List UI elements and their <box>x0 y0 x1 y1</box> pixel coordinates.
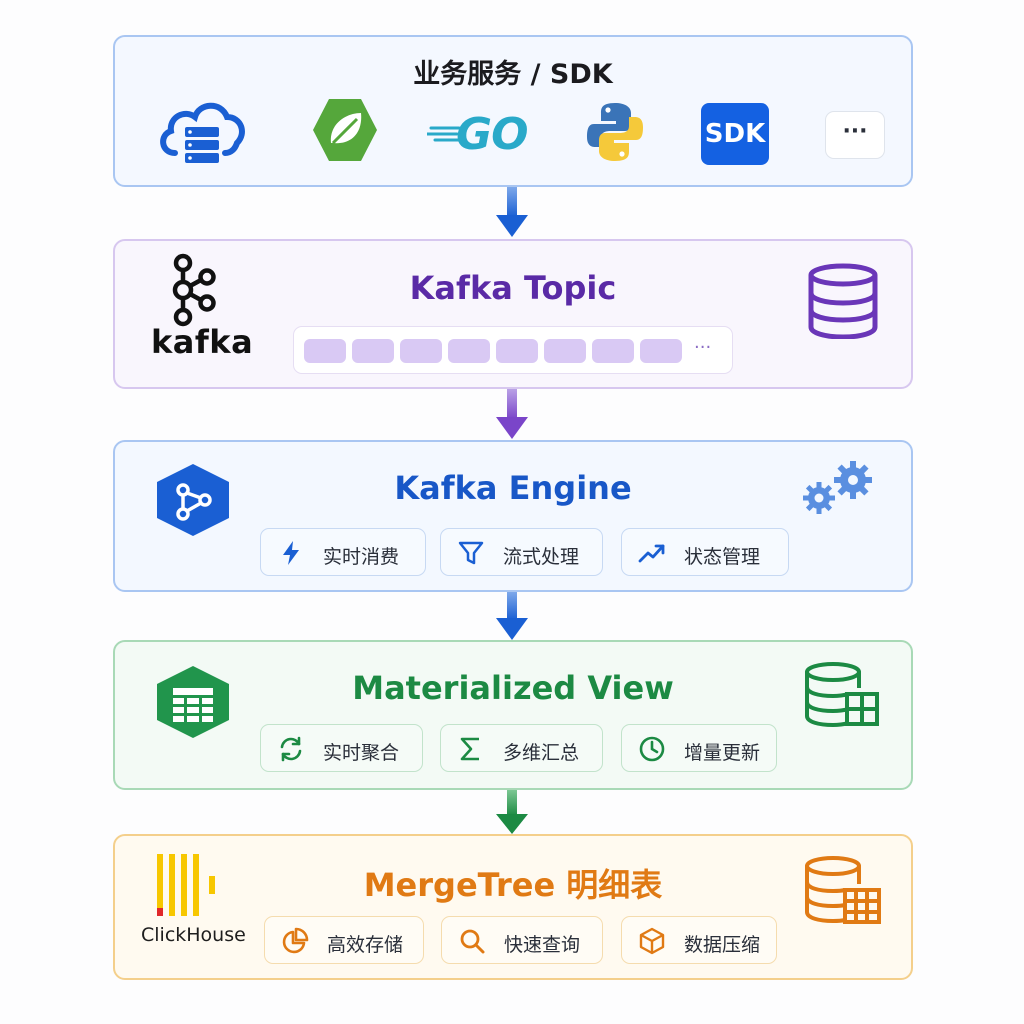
kafka-logo-text: kafka <box>151 323 254 361</box>
kafka-engine-title: Kafka Engine <box>394 469 632 507</box>
materialized-view-panel: Materialized View 实时聚合 多维汇总 增量更新 <box>113 640 913 790</box>
partition-cell <box>496 339 538 363</box>
chip-fast-query: 快速查询 <box>441 916 603 964</box>
partition-cell <box>400 339 442 363</box>
chip-label: 增量更新 <box>684 742 761 764</box>
sdk-layer-panel: 业务服务 / SDK GO SDK ··· <box>113 35 913 187</box>
flow-arrow-4 <box>496 790 528 834</box>
sdk-icon: SDK <box>701 103 769 165</box>
kafka-topic-panel: kafka Kafka Topic ··· <box>113 239 913 389</box>
chip-realtime-aggregation: 实时聚合 <box>260 724 423 772</box>
kafka-topic-title: Kafka Topic <box>409 269 617 307</box>
spring-icon <box>313 99 377 161</box>
go-speed-lines <box>427 126 461 142</box>
partition-cell <box>592 339 634 363</box>
clickhouse-logo-text: ClickHouse <box>141 924 246 946</box>
chip-label: 流式处理 <box>503 546 580 568</box>
cloud-server-icon <box>160 102 245 163</box>
pie-icon <box>282 927 309 954</box>
kafka-icon <box>172 253 216 327</box>
gears-icon <box>803 461 872 514</box>
filter-icon <box>458 541 484 565</box>
chip-label: 多维汇总 <box>503 742 580 764</box>
flow-arrow-2 <box>496 389 528 439</box>
partition-cell <box>304 339 346 363</box>
chip-label: 数据压缩 <box>684 934 761 956</box>
cube-icon <box>639 927 665 955</box>
clock-icon <box>639 736 665 762</box>
chip-label: 状态管理 <box>684 546 761 568</box>
chip-label: 快速查询 <box>504 934 581 956</box>
go-icon: GO <box>456 109 529 160</box>
database-icon <box>808 263 878 339</box>
mergetree-panel: ClickHouse MergeTree 明细表 高效存储 快速查询 <box>113 834 913 980</box>
engine-hexagon-icon <box>157 464 229 536</box>
kafka-engine-panel: Kafka Engine 实时消费 流式处理 状态管理 <box>113 440 913 592</box>
chip-efficient-storage: 高效存储 <box>264 916 424 964</box>
chip-stream-processing: 流式处理 <box>440 528 603 576</box>
chip-state-management: 状态管理 <box>621 528 789 576</box>
partition-cell <box>640 339 682 363</box>
chip-data-compression: 数据压缩 <box>621 916 777 964</box>
partition-cell <box>448 339 490 363</box>
more-icon[interactable]: ··· <box>825 111 885 159</box>
chip-realtime-consume: 实时消费 <box>260 528 426 576</box>
sigma-icon <box>460 737 479 761</box>
flow-arrow-1 <box>496 187 528 237</box>
chip-incremental-update: 增量更新 <box>621 724 777 772</box>
refresh-icon <box>280 736 302 762</box>
materialized-view-title: Materialized View <box>352 669 674 707</box>
chip-label: 高效存储 <box>327 934 404 956</box>
database-table-icon <box>805 856 881 924</box>
clickhouse-icon <box>157 854 215 916</box>
table-hexagon-icon <box>157 666 229 738</box>
chip-label: 实时消费 <box>323 546 400 568</box>
topic-partition-queue: ··· <box>293 326 733 374</box>
queue-more-indicator: ··· <box>694 337 712 358</box>
python-icon <box>587 103 643 161</box>
chip-multidim-summary: 多维汇总 <box>440 724 603 772</box>
lightning-icon <box>283 541 299 565</box>
flow-arrow-3 <box>496 592 528 640</box>
database-table-icon <box>805 662 879 728</box>
trend-icon <box>638 544 665 563</box>
mergetree-title: MergeTree 明细表 <box>363 866 663 904</box>
chip-label: 实时聚合 <box>323 742 400 764</box>
partition-cell <box>544 339 586 363</box>
search-icon <box>460 929 485 954</box>
sdk-layer-title: 业务服务 / SDK <box>413 59 613 90</box>
partition-cell <box>352 339 394 363</box>
